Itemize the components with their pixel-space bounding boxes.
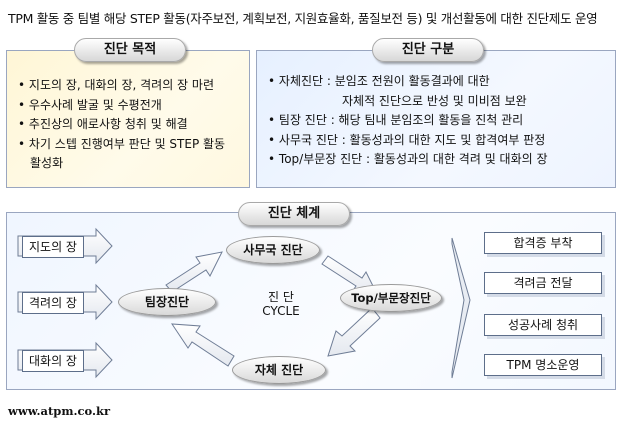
footer-url: www.atpm.co.kr: [8, 404, 111, 418]
cycle-arrow: [165, 251, 223, 293]
left-box-encouragement: 격려의 장: [22, 292, 84, 314]
outcome-certificate: 합격증 부착: [484, 232, 602, 254]
cycle-node-secretariat: 사무국 진단: [226, 236, 320, 264]
outcome-incentive: 격려금 전달: [484, 272, 602, 294]
purpose-item: • 추진상의 애로사항 청취 및 해결: [18, 117, 188, 131]
outcome-tpm-landmark: TPM 명소운영: [484, 354, 602, 376]
classification-panel: [256, 50, 616, 188]
page-title: TPM 활동 중 팀별 해당 STEP 활동(자주보전, 계획보전, 지원효율화…: [8, 11, 598, 26]
purpose-item: 활성화: [30, 156, 64, 170]
purpose-heading: 진단 목적: [74, 38, 186, 62]
left-box-dialogue: 대화의 장: [22, 350, 84, 372]
outcome-success-cases: 성공사례 청취: [484, 314, 602, 336]
purpose-panel: [6, 50, 250, 188]
purpose-list: • 지도의 장, 대화의 장, 격려의 장 마련 • 우수사례 발굴 및 수평전…: [18, 76, 246, 174]
classification-item: 자체적 진단으로 반성 및 미비점 보완: [342, 93, 527, 108]
purpose-item: • 차기 스텝 진행여부 판단 및 STEP 활동: [18, 136, 226, 151]
cycle-arrow: [171, 323, 235, 367]
cycle-arrow: [327, 307, 381, 357]
classification-heading: 진단 구분: [372, 38, 484, 62]
classification-item: • 사무국 진단 : 활동성과의 대한 지도 및 합격여부 판정: [268, 132, 546, 147]
cycle-center-label: 진 단 CYCLE: [262, 290, 300, 318]
cycle-node-self: 자체 진단: [232, 356, 326, 384]
classification-item: • 자체진단 : 분임조 전원이 활동결과에 대한: [268, 74, 490, 88]
purpose-item: • 우수사례 발굴 및 수평전개: [18, 97, 162, 112]
classification-item: • Top/부문장 진단 : 활동성과의 대한 격려 및 대화의 장: [268, 152, 548, 166]
classification-list: • 자체진단 : 분임조 전원이 활동결과에 대한 자체적 진단으로 반성 및 …: [268, 72, 613, 170]
cycle-node-team-leader: 팀장진단: [118, 288, 216, 316]
left-box-guidance: 지도의 장: [22, 236, 84, 258]
cycle-node-top-division: Top/부문장진단: [340, 284, 442, 312]
purpose-item: • 지도의 장, 대화의 장, 격려의 장 마련: [18, 78, 214, 92]
system-heading: 진단 체계: [238, 202, 350, 226]
outcome-chevron: [451, 237, 471, 379]
classification-item: • 팀장 진단 : 해당 팀내 분임조의 활동을 진척 관리: [268, 113, 524, 127]
